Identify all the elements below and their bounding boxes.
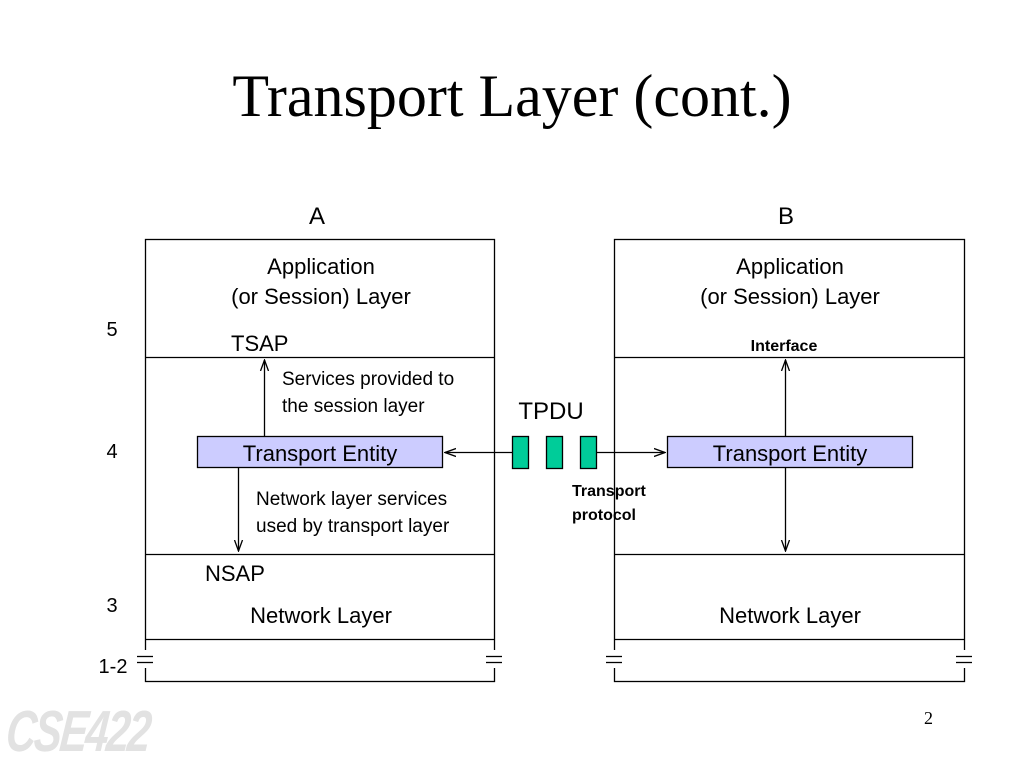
network-note-line2: used by transport layer [256, 516, 450, 537]
protocol-label-line2: protocol [572, 507, 636, 524]
tpdu-label: TPDU [518, 398, 583, 425]
application-layer-sublabel: (or Session) Layer [231, 284, 411, 309]
network-layer-a-label: Network Layer [250, 603, 392, 628]
host-b-stack: Application (or Session) Layer Interface… [606, 238, 972, 683]
network-layer-b-label: Network Layer [719, 603, 861, 628]
tpdu-packet [545, 435, 564, 470]
network-note-line1: Network layer services [256, 489, 447, 510]
host-b-label: B [778, 203, 794, 230]
layer-number-4: 4 [106, 441, 117, 463]
transport-entity-a [196, 435, 444, 469]
host-a-label: A [309, 203, 325, 230]
protocol-label-line1: Transport [572, 483, 646, 500]
layer-number-1-2: 1-2 [99, 656, 128, 678]
application-layer-label: Application [267, 254, 375, 279]
host-a-stack: Application (or Session) Layer TSAP Serv… [137, 238, 502, 683]
transport-entity-a-label: Transport Entity [243, 441, 397, 466]
interface-label: Interface [751, 338, 818, 355]
slide-number: 2 [924, 708, 933, 728]
services-note-line2: the session layer [282, 396, 425, 417]
application-layer-label: Application [736, 254, 844, 279]
layer-number-3: 3 [106, 595, 117, 617]
application-layer-sublabel: (or Session) Layer [700, 284, 880, 309]
transport-protocol: TPDU Transport protocol [445, 398, 665, 524]
tpdu-packet [511, 435, 530, 470]
slide-title: Transport Layer (cont.) [232, 63, 792, 129]
tsap-label: TSAP [231, 331, 288, 356]
course-logo: CSE422 [3, 699, 153, 764]
layer-number-5: 5 [106, 319, 117, 341]
host-b-frame [613, 238, 966, 683]
host-a-frame [144, 238, 496, 683]
nsap-label: NSAP [205, 561, 265, 586]
transport-entity-b [666, 435, 914, 469]
transport-entity-b-label: Transport Entity [713, 441, 867, 466]
tpdu-packet [579, 435, 598, 470]
tpdu-packets [511, 435, 598, 470]
services-note-line1: Services provided to [282, 369, 454, 390]
